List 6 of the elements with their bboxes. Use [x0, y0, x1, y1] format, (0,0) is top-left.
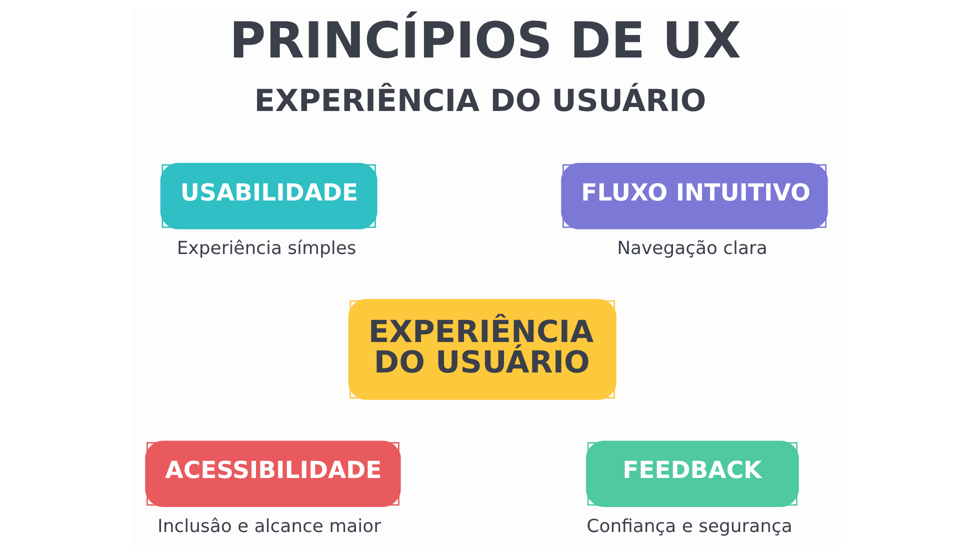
label: EXPERIÊNCIA DO USUÁRIO — [254, 84, 706, 120]
node-label: Inclusâo e alcance maior — [158, 516, 381, 537]
node-label: Navegação clara — [617, 238, 768, 259]
diagram-title: PRINCÍPIOS DE UX — [229, 12, 742, 70]
node-label: Confiança e segurança — [586, 516, 792, 537]
node-label: Experiência símples — [176, 238, 356, 259]
